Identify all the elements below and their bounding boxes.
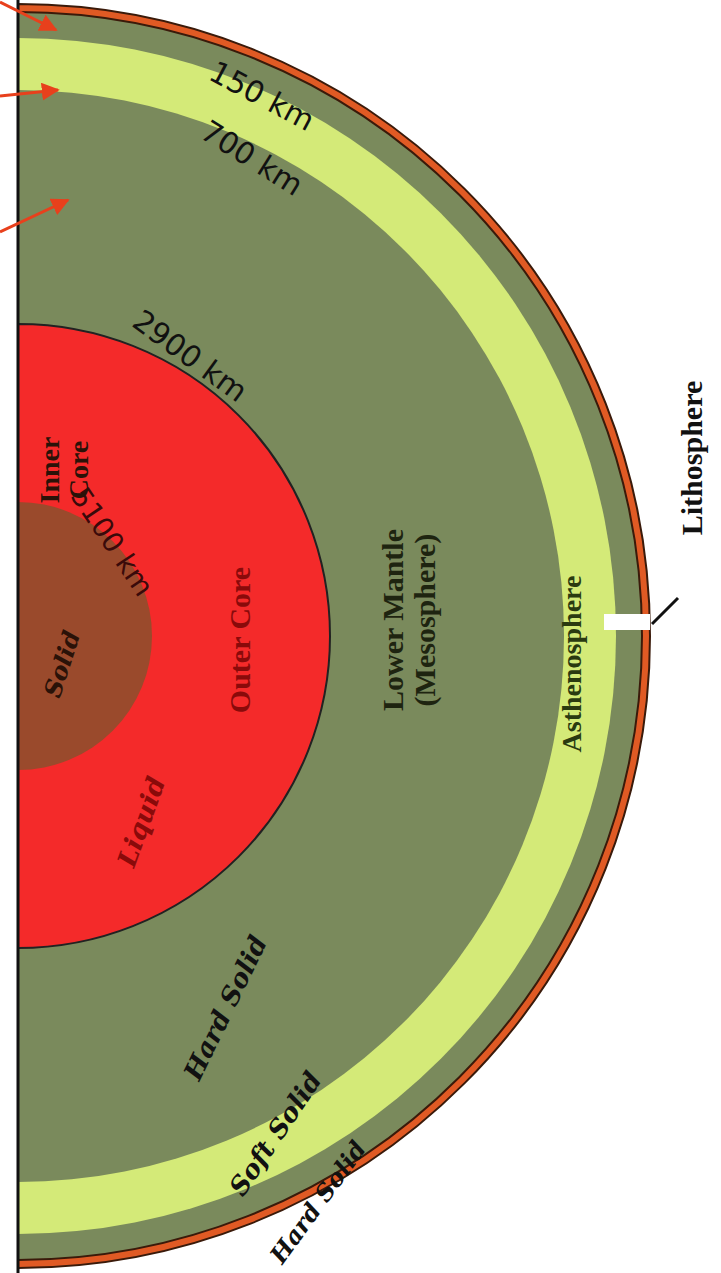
pointer-arrow: [0, 200, 68, 232]
leader-line: [652, 598, 678, 624]
lithosphere-marker: [604, 614, 650, 630]
pointer-arrow: [0, 90, 58, 96]
pointer-arrow: [0, 2, 56, 30]
upper-mantle-band: [18, 12, 642, 1260]
layer-name: Asthenosphere: [557, 576, 586, 753]
asthenosphere-band: [18, 38, 616, 1234]
layer-name: Outer Core: [224, 567, 256, 713]
outer-core: [18, 324, 330, 948]
layer-name: Inner Core: [35, 430, 94, 510]
layer-name: Lower Mantle (Mesosphere): [377, 515, 440, 725]
layer-name: Lithosphere: [676, 381, 708, 535]
inner-core: [18, 502, 152, 770]
crust-band: [18, 4, 650, 1268]
lower-mantle-band: [18, 90, 564, 1182]
section-edge: [17, 0, 20, 1273]
